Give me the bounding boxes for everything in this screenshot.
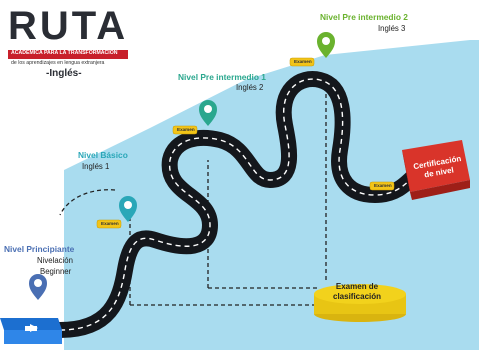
level-sub-pre-intermedio-2: Inglés 3 <box>378 24 406 33</box>
level-title-pre-intermedio-2: Nivel Pre intermedio 2 <box>320 12 408 22</box>
certification-sign-icon <box>402 140 470 200</box>
start-sign-icon <box>0 318 62 344</box>
logo-banner <box>8 50 128 59</box>
exam-badges <box>96 57 395 229</box>
placement-exam-cylinder <box>314 284 406 322</box>
pin-icon-principiante <box>29 274 47 300</box>
level-title-pre-intermedio-1: Nivel Pre intermedio 1 <box>178 72 266 82</box>
exam-label-2: Examen <box>177 127 195 132</box>
road-stripes <box>59 78 416 331</box>
level-sub-pre-intermedio-1: Inglés 2 <box>236 83 264 92</box>
exam-label-1: Examen <box>101 221 119 226</box>
level-sub-principiante-2: Beginner <box>40 267 72 276</box>
level-title-principiante: Nivel Principiante <box>4 244 75 254</box>
placement-line-1: Examen de <box>335 282 379 291</box>
sky-background <box>64 40 479 350</box>
exam-label-3: Examen <box>294 59 312 64</box>
level-title-basico: Nivel Básico <box>78 150 128 160</box>
pin-icon-pre-intermedio-2 <box>317 32 335 58</box>
placement-exam-label: Examen de clasificación <box>333 282 381 302</box>
level-sub-principiante-1: Nivelación <box>37 256 73 265</box>
logo-language: -Inglés- <box>46 68 82 79</box>
logo-title: RUTA <box>8 4 129 48</box>
exam-label-4: Examen <box>374 183 392 188</box>
logo-tagline: ACADÉMICA PARA LA TRANSFORMACIÓN <box>11 50 118 56</box>
pin-icon-basico <box>119 196 137 222</box>
level-sub-basico: Inglés 1 <box>82 162 110 171</box>
pin-icon-pre-intermedio-1 <box>199 100 217 126</box>
placement-line-2: clasificación <box>333 292 382 301</box>
logo-subtagline: de los aprendizajes en lengua extranjera <box>11 60 105 66</box>
